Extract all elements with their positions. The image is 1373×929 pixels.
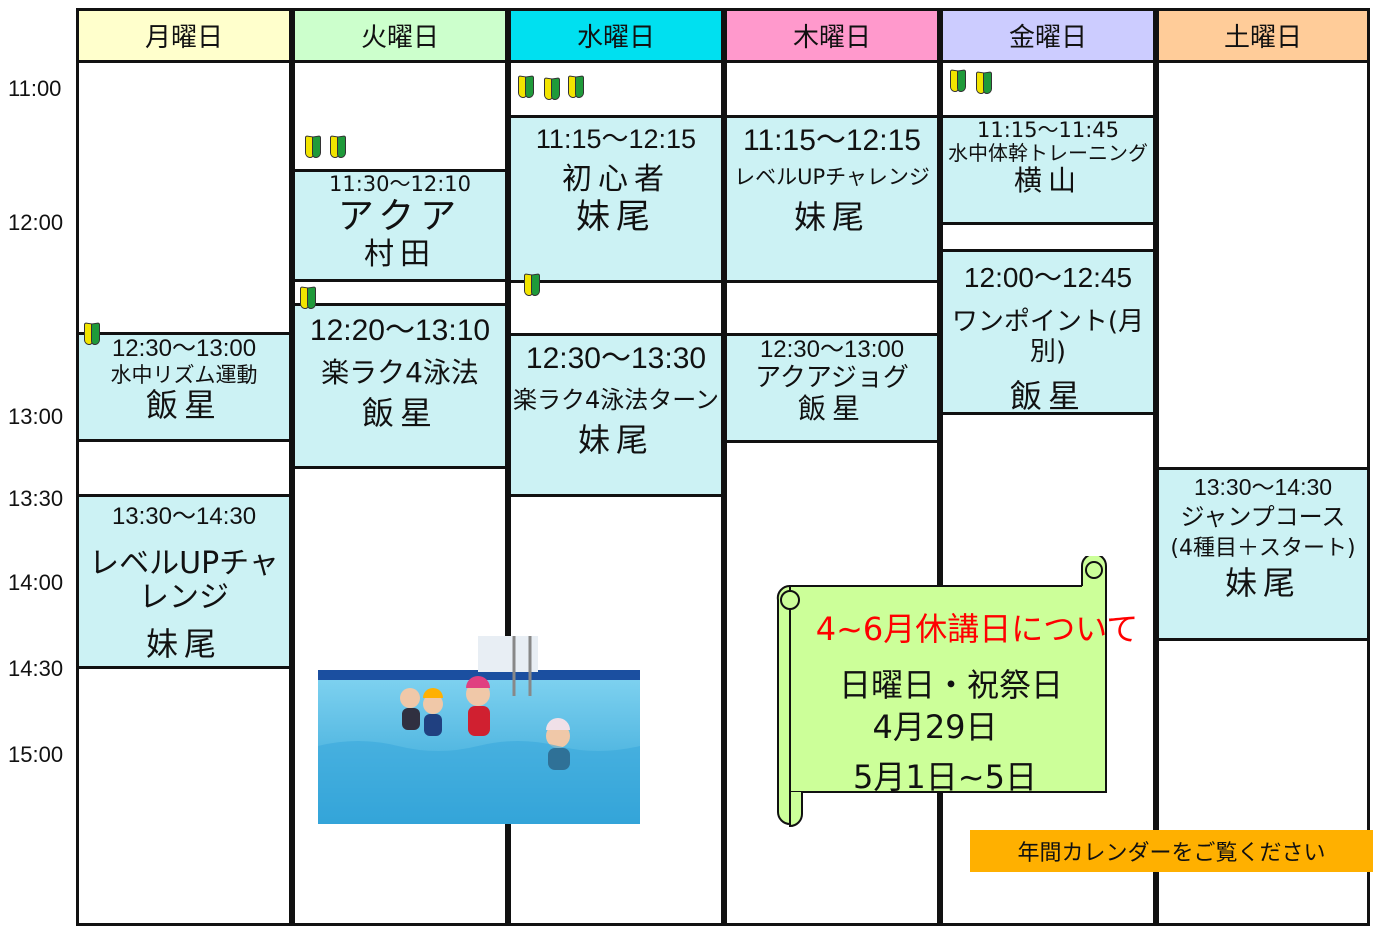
class-time: 12:30～13:30	[525, 342, 707, 375]
class-name: 水中リズム運動	[110, 362, 258, 387]
class-name: 初心者	[562, 162, 670, 198]
beginner-mark-icon	[950, 70, 964, 92]
class-name: レベルUPチャレンジ	[734, 164, 930, 189]
notice-line-3: 5月1日~5日	[853, 758, 1037, 796]
class-instructor: 横山	[1013, 164, 1082, 198]
class-time: 12:30～13:00	[759, 336, 905, 363]
column-monday: 月曜日 12:30～13:00 水中リズム運動 飯星 13:30～14:30 レ…	[76, 8, 292, 926]
time-label-1400: 14:00	[8, 570, 64, 595]
day-header-monday: 月曜日	[79, 11, 289, 63]
beginner-mark-icon	[518, 76, 532, 98]
class-instructor: 妹尾	[1224, 564, 1301, 603]
class-instructor: 妹尾	[576, 196, 656, 237]
column-tuesday: 火曜日 11:30～12:10 アクア 村田 12:20～13:10 楽ラク4泳…	[292, 8, 508, 926]
notice-title: 4~6月休講日について	[815, 610, 1139, 648]
class-instructor: 妹尾	[577, 421, 654, 460]
class-time: 13:30～14:30	[1193, 474, 1333, 500]
beginner-mark-icon	[544, 78, 558, 100]
class-name: 楽ラク4泳法ターン	[512, 385, 720, 414]
class-instructor: 飯星	[1009, 376, 1086, 415]
class-time: 12:20～13:10	[309, 314, 491, 347]
class-instructor: 飯星	[361, 393, 438, 432]
class-name: アクアジョグ	[755, 362, 909, 393]
holiday-notice-scroll: 4~6月休講日について 日曜日・祝祭日 4月29日 5月1日~5日	[772, 556, 1138, 834]
class-name: ジャンプコース	[1180, 503, 1346, 532]
class-block[interactable]: 12:30～13:00 水中リズム運動 飯星	[79, 332, 289, 442]
class-time: 11:15～12:15	[743, 124, 921, 157]
notice-line-1: 日曜日・祝祭日	[838, 666, 1063, 704]
class-block[interactable]: 11:15～12:15 初心者 妹尾	[511, 115, 721, 283]
class-block[interactable]: 12:20～13:10 楽ラク4泳法 飯星	[295, 303, 505, 469]
class-instructor: 妹尾	[145, 624, 222, 663]
beginner-mark-icon	[300, 287, 314, 309]
class-name: アクア	[337, 196, 463, 238]
class-block[interactable]: 13:30～14:30 レベルUPチャレンジ 妹尾	[79, 494, 289, 669]
column-saturday: 土曜日 13:30～14:30 ジャンプコース (4種目＋スタート) 妹尾	[1156, 8, 1370, 926]
day-header-friday: 金曜日	[943, 11, 1153, 63]
beginner-mark-icon	[84, 323, 98, 345]
class-name: レベルUPチャレンジ	[89, 545, 279, 616]
class-time: 13:30～14:30	[111, 503, 257, 530]
beginner-mark-icon	[976, 72, 990, 94]
notice-line-2: 4月29日	[872, 708, 998, 746]
class-time: 11:30～12:10	[328, 172, 472, 196]
class-instructor: 飯星	[145, 385, 222, 424]
time-label-1500: 15:00	[8, 742, 64, 767]
class-name: ワンポイント(月別)	[951, 307, 1145, 368]
class-time: 12:00～12:45	[963, 262, 1133, 293]
column-friday: 金曜日 11:15～11:45 水中体幹トレーニング 横山 12:00～12:4…	[940, 8, 1156, 926]
class-block[interactable]: 13:30～14:30 ジャンプコース (4種目＋スタート) 妹尾	[1159, 467, 1367, 641]
class-instructor: 村田	[364, 236, 436, 272]
class-name: 水中体幹トレーニング	[948, 141, 1148, 166]
class-time: 11:15～12:15	[535, 124, 697, 154]
beginner-mark-icon	[330, 136, 344, 158]
class-block[interactable]: 11:15～12:15 レベルUPチャレンジ 妹尾	[727, 115, 937, 283]
class-block[interactable]: 11:15～11:45 水中体幹トレーニング 横山	[943, 115, 1153, 225]
class-block[interactable]: 11:30～12:10 アクア 村田	[295, 169, 505, 282]
time-label-1300: 13:00	[8, 404, 64, 429]
time-label-1430: 14:30	[8, 656, 64, 681]
class-subtitle: (4種目＋スタート)	[1170, 536, 1356, 562]
day-header-thursday: 木曜日	[727, 11, 937, 63]
day-header-wednesday: 水曜日	[511, 11, 721, 63]
time-label-1330: 13:30	[8, 486, 64, 511]
class-instructor: 飯星	[797, 392, 866, 426]
class-block[interactable]: 12:30～13:30 楽ラク4泳法ターン 妹尾	[511, 333, 721, 497]
class-block[interactable]: 12:00～12:45 ワンポイント(月別) 飯星	[943, 249, 1153, 415]
time-label-1200: 12:00	[8, 210, 64, 235]
class-instructor: 妹尾	[793, 197, 870, 236]
class-time: 11:15～11:45	[976, 118, 1120, 142]
class-time: 12:30～13:00	[111, 335, 257, 362]
beginner-mark-icon	[305, 136, 319, 158]
column-thursday: 木曜日 11:15～12:15 レベルUPチャレンジ 妹尾 12:30～13:0…	[724, 8, 940, 926]
time-label-1100: 11:00	[8, 76, 62, 101]
beginner-mark-icon	[568, 76, 582, 98]
class-name: 楽ラク4泳法	[321, 355, 479, 389]
day-header-saturday: 土曜日	[1159, 11, 1367, 63]
swimming-class-photo	[318, 636, 640, 824]
class-block[interactable]: 12:30～13:00 アクアジョグ 飯星	[727, 333, 937, 443]
day-header-tuesday: 火曜日	[295, 11, 505, 63]
beginner-mark-icon	[524, 274, 538, 296]
annual-calendar-button[interactable]: 年間カレンダーをご覧ください	[970, 830, 1373, 872]
